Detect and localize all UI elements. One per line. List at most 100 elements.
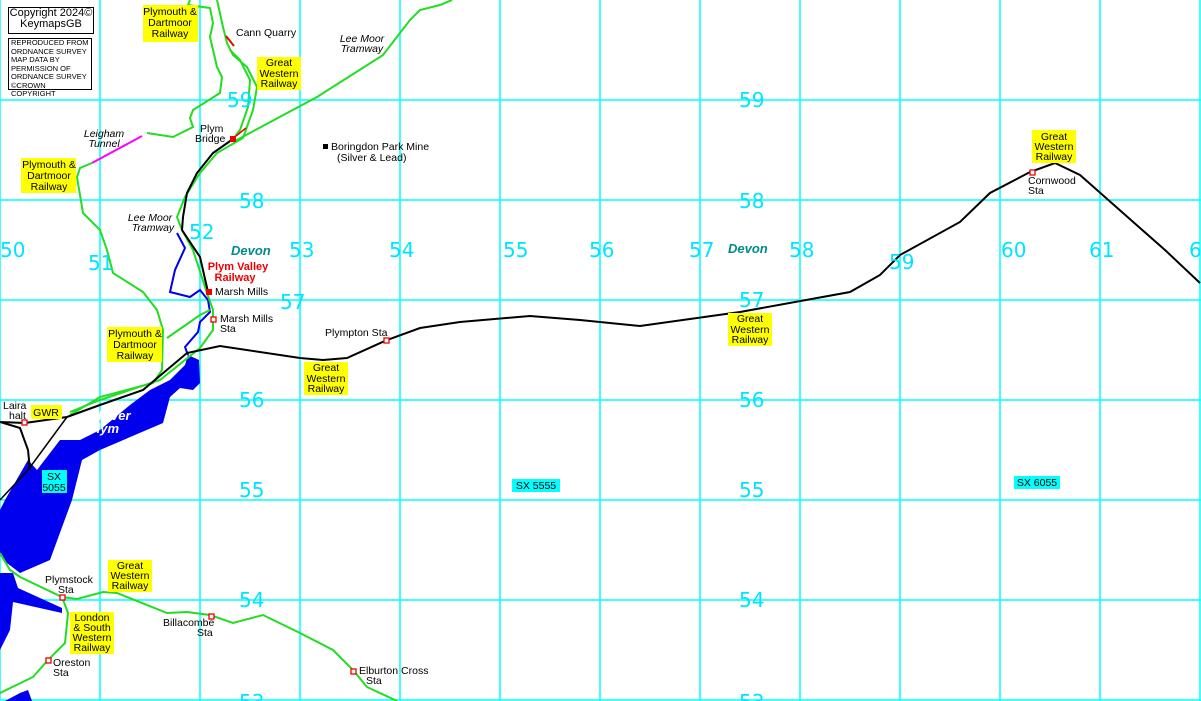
map-label: Railway xyxy=(74,642,112,654)
mine-marker xyxy=(323,144,328,149)
map-label: Plymouth & xyxy=(108,328,162,340)
map-label: Railway xyxy=(308,383,346,395)
easting-label: 54 xyxy=(389,238,414,262)
label-background xyxy=(42,470,67,493)
northing-label: 59 xyxy=(739,88,764,112)
map-label: Lee Moor xyxy=(340,33,385,45)
grid-labels: 50 51 52 53 54 55 56 57 58 59 60 61 6 59… xyxy=(0,88,1201,701)
map-label: Laira xyxy=(3,400,27,412)
pd-railway-line-2 xyxy=(69,162,165,416)
laira-diagonal xyxy=(0,416,68,501)
map-label: halt xyxy=(9,410,26,422)
lee-moor-tramway xyxy=(232,0,453,143)
county-label: Devon xyxy=(728,241,768,256)
map-label: Plympton Sta xyxy=(325,327,388,339)
os-notice-box: REPRODUCED FROM ORDNANCE SURVEY MAP DATA… xyxy=(8,38,92,98)
county-label: Devon xyxy=(231,243,271,258)
easting-label: 56 xyxy=(589,238,614,262)
marsh-mills-sta-marker xyxy=(210,316,217,323)
plympton-sta-marker xyxy=(383,337,390,344)
river-plym xyxy=(168,232,212,356)
river-plym-estuary xyxy=(0,355,200,573)
map-label: Plym Valley xyxy=(208,261,269,273)
map-label: Dartmoor xyxy=(27,170,71,182)
northing-label: 57 xyxy=(739,288,764,312)
easting-label: 6 xyxy=(1189,238,1201,262)
os-notice-line: ORDNANCE SURVEY xyxy=(11,72,87,81)
map-label: Railway xyxy=(112,580,150,592)
gwr-branch xyxy=(69,0,259,413)
northing-label: 55 xyxy=(239,478,264,502)
cann-quarry-marker xyxy=(225,35,235,47)
laira-curve xyxy=(0,421,31,471)
plym-valley-railway-line xyxy=(180,138,234,293)
northing-label: 53 xyxy=(739,690,764,701)
map-label: Sta xyxy=(220,323,236,335)
map-label: Great xyxy=(1041,131,1067,143)
northing-label: 55 xyxy=(739,478,764,502)
map-label: Sta xyxy=(53,667,69,679)
easting-label: 55 xyxy=(503,238,528,262)
label-background xyxy=(21,158,76,193)
northing-label: 56 xyxy=(239,388,264,412)
northing-label: 54 xyxy=(739,588,764,612)
billacombe-sta-marker xyxy=(208,613,215,620)
map-label: (Silver & Lead) xyxy=(337,152,406,164)
map-label: Marsh Mills xyxy=(215,286,268,298)
cornwood-sta-marker xyxy=(1029,169,1036,176)
map-label: Railway xyxy=(732,334,770,346)
easting-label: 60 xyxy=(1001,238,1026,262)
map-label: & South xyxy=(73,622,111,634)
copyright-owner: KeymapsGB xyxy=(20,18,82,30)
water-bottom xyxy=(5,690,32,701)
map-label: Dartmoor xyxy=(148,17,192,29)
map-label: SX 5555 xyxy=(516,480,556,492)
map-label: GWR xyxy=(33,407,59,419)
label-background xyxy=(304,362,348,395)
map-label: Great xyxy=(313,362,339,374)
easting-label: 61 xyxy=(1089,238,1114,262)
current-railways xyxy=(0,138,1201,501)
easting-label: 59 xyxy=(889,250,914,274)
northing-label: 57 xyxy=(280,290,305,314)
pd-railway-line xyxy=(146,0,224,139)
map-label: Railway xyxy=(1036,151,1074,163)
easting-label: 52 xyxy=(189,220,214,244)
map-label: Sta xyxy=(366,675,382,687)
map-label: Lee Moor xyxy=(128,212,173,224)
plymstock-sta-marker xyxy=(59,594,66,601)
oreston-sta-marker xyxy=(45,657,52,664)
map-label: Sta xyxy=(58,584,74,596)
map-label: Railway xyxy=(261,78,299,90)
map-label: Cornwood xyxy=(1028,175,1076,187)
easting-label: 50 xyxy=(0,238,25,262)
stations xyxy=(21,136,1036,675)
label-background xyxy=(70,612,114,654)
map-label: Western xyxy=(260,68,299,80)
map-label: Railway xyxy=(152,28,190,40)
map-label: Boringdon Park Mine xyxy=(331,141,429,153)
northing-label: 59 xyxy=(227,88,252,112)
label-background xyxy=(107,327,162,362)
map-label: Great xyxy=(737,313,763,325)
easting-label: 57 xyxy=(689,238,714,262)
map-label: Sta xyxy=(197,627,213,639)
leigham-tunnel xyxy=(91,135,143,164)
map-label: SX 6055 xyxy=(1017,477,1057,489)
map-label: Plym xyxy=(88,421,120,436)
label-background xyxy=(728,313,772,346)
plym-bridge-marker xyxy=(230,136,236,142)
gwr-main-line xyxy=(0,161,1201,425)
map-label: Dartmoor xyxy=(113,339,157,351)
map-label: Bridge xyxy=(195,133,226,145)
map-label: Tramway xyxy=(132,222,175,234)
os-notice-line: PERMISSION OF xyxy=(11,63,71,73)
cattewater xyxy=(0,573,62,650)
map-label: Oreston xyxy=(53,657,91,669)
map-label: Western xyxy=(111,570,150,582)
label-background xyxy=(31,405,62,419)
map-label: River xyxy=(98,408,131,423)
map-label: Plym xyxy=(200,123,224,135)
